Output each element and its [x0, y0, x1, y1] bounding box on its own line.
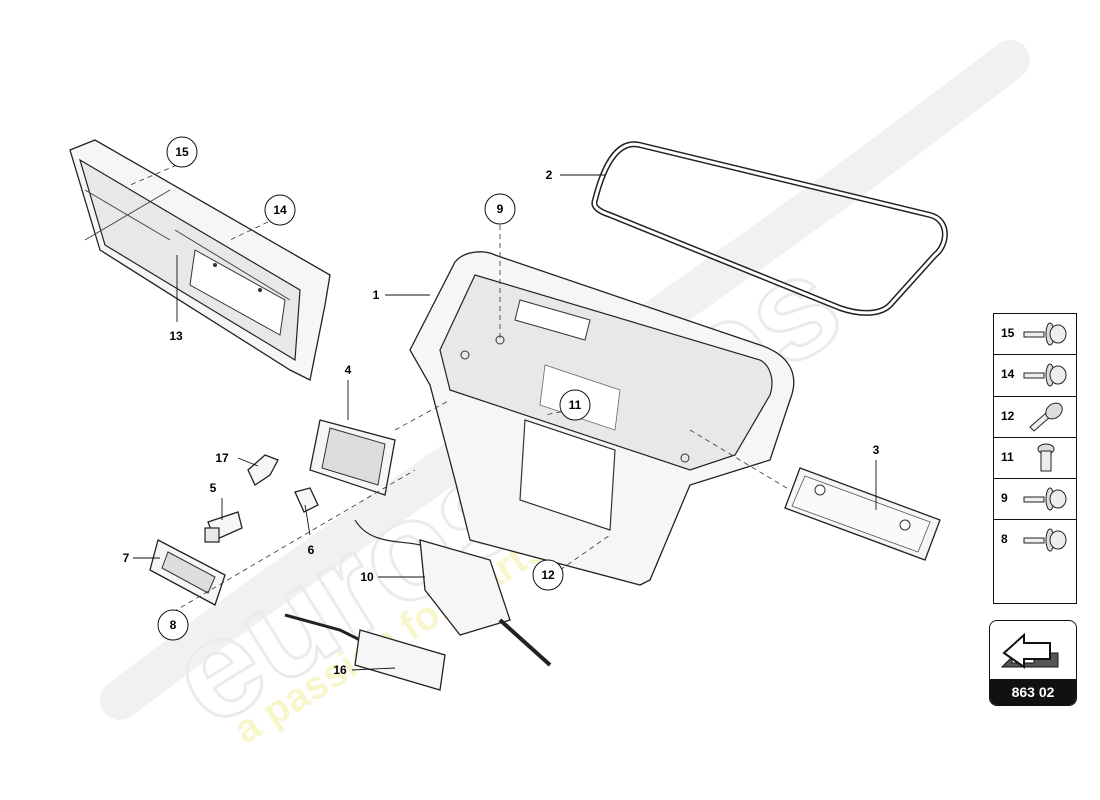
legend-number: 12: [1001, 408, 1015, 423]
rivet-icon: [1029, 402, 1063, 432]
part-2-seal[interactable]: [591, 141, 948, 316]
callout-4-label[interactable]: 4: [345, 363, 352, 377]
callout-9-label: 9: [497, 202, 504, 216]
legend-number: 8: [1001, 532, 1008, 547]
callout-5-label[interactable]: 5: [210, 481, 217, 495]
callout-2-label[interactable]: 2: [546, 168, 553, 182]
part-4-handle-recess[interactable]: [309, 419, 396, 496]
callout-8-label: 8: [170, 618, 177, 632]
callout-16-label[interactable]: 16: [333, 663, 347, 677]
legend-number: 14: [1001, 367, 1015, 382]
flange-bolt-icon: [1023, 487, 1067, 511]
direction-arrow-icon: [1000, 632, 1059, 669]
callout-14[interactable]: 14: [264, 194, 296, 226]
part-5-switch[interactable]: [204, 511, 243, 543]
part-16-release-cable[interactable]: [284, 613, 446, 691]
flange-bolt-icon: [1023, 363, 1067, 387]
legend-number: 15: [1001, 326, 1015, 340]
leader-lines: [133, 174, 877, 671]
legend-row-12[interactable]: 12: [994, 397, 1076, 438]
part-1-trunk-tub[interactable]: [409, 251, 795, 586]
part-6-cap[interactable]: [294, 487, 319, 513]
part-13-rear-panel[interactable]: [69, 139, 331, 381]
part-17-clip[interactable]: [247, 454, 279, 486]
callout-10-label[interactable]: 10: [360, 570, 374, 584]
part-10-lock-actuator[interactable]: [354, 519, 552, 667]
legend-number: 9: [1001, 491, 1008, 506]
callout-13-label[interactable]: 13: [169, 329, 183, 343]
callout-15[interactable]: 15: [166, 136, 198, 168]
legend-row-8[interactable]: 8: [994, 520, 1076, 561]
diagram-reference-badge[interactable]: 863 02: [989, 620, 1077, 706]
callout-6-label[interactable]: 6: [308, 543, 315, 557]
callout-12-label: 12: [541, 568, 555, 582]
flange-bolt-icon: [1023, 528, 1067, 552]
callout-15-label: 15: [175, 145, 189, 159]
torx-screw-icon: [1037, 443, 1055, 472]
callout-8[interactable]: 8: [157, 609, 189, 641]
legend-row-11[interactable]: 11: [994, 438, 1076, 480]
diagram-code: 863 02: [990, 679, 1076, 705]
legend-number: 11: [1001, 449, 1014, 464]
part-7-light-housing[interactable]: [149, 539, 226, 606]
callout-9[interactable]: 9: [484, 193, 516, 225]
legend-row-15[interactable]: 15: [994, 314, 1076, 356]
fastener-legend: 15 14 12 11 9: [993, 313, 1077, 604]
callout-3-label[interactable]: 3: [873, 443, 880, 457]
legend-row-9[interactable]: 9: [994, 479, 1076, 521]
callout-11[interactable]: 11: [559, 389, 591, 421]
callout-14-label: 14: [273, 203, 287, 217]
callout-17-label[interactable]: 17: [215, 451, 229, 465]
callout-11-label: 11: [569, 398, 582, 412]
legend-row-14[interactable]: 14: [994, 355, 1076, 397]
callout-12[interactable]: 12: [532, 559, 564, 591]
callout-7-label[interactable]: 7: [123, 551, 130, 565]
flange-bolt-icon: [1023, 322, 1067, 346]
callout-1-label[interactable]: 1: [373, 288, 380, 302]
part-3-cover-plate[interactable]: [784, 467, 941, 561]
